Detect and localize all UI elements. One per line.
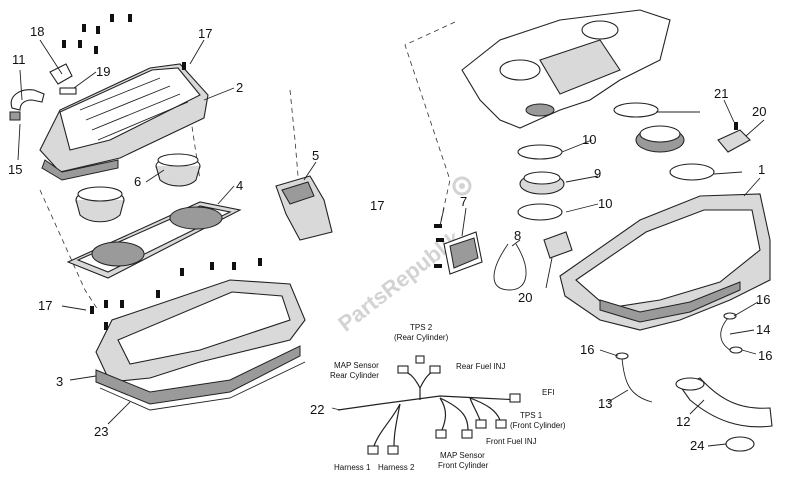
callout-17a: 17 [198,26,212,41]
label-map-front: MAP Sensor [440,451,485,460]
label-map-rear-sub: Rear Cylinder [330,371,379,380]
gasket [99,361,306,411]
duct-12 [675,377,773,428]
label-front-fuel-inj: Front Fuel INJ [486,437,537,446]
label-tps1: TPS 1 [520,411,543,420]
breather-hose [9,89,45,121]
callout-22: 22 [310,402,324,417]
label-tps2: TPS 2 [410,323,433,332]
callout-4: 4 [236,178,243,193]
airbox-base [95,279,306,405]
wiring-harness [337,355,521,455]
callout-5: 5 [312,148,319,163]
callout-18: 18 [30,24,44,39]
callout-9: 9 [594,166,601,181]
callout-12: 12 [676,414,690,429]
watermark-gear-icon [452,176,472,196]
leader-lines [17,39,765,447]
intake-sleeve-9 [519,125,685,195]
lower-airbox [559,193,771,331]
clip-19 [59,87,77,95]
callout-17b: 17 [38,298,52,313]
clamp-10-bottom [517,203,563,221]
clamp-10-left [517,144,563,160]
callout-16c: 16 [580,342,594,357]
callout-3: 3 [56,374,63,389]
clamp-10-top [613,102,659,118]
callout-7: 7 [460,194,467,209]
clamp-10-right [669,163,715,181]
callout-17c: 17 [370,198,384,213]
airbox-cover [39,63,209,181]
label-harness2: Harness 2 [378,463,415,472]
clamp-16 [615,312,743,360]
sensor-20-bottom [543,231,573,259]
callout-8: 8 [514,228,521,243]
sensor-20-top [717,129,751,153]
intake-sleeve-left [75,186,125,223]
sensor-18 [49,63,73,85]
air-filter [66,201,242,279]
bolts [62,14,738,330]
callout-2: 2 [236,80,243,95]
callout-23: 23 [94,424,108,439]
callout-24: 24 [690,438,704,453]
watermark: PartsRepublik [333,225,466,336]
callout-10b: 10 [598,196,612,211]
bracket-plate [443,231,483,275]
label-tps1-sub: (Front Cylinder) [510,421,566,430]
label-harness1: Harness 1 [334,463,371,472]
throttle-body-assembly [461,9,671,129]
callout-1: 1 [758,162,765,177]
callout-6: 6 [134,174,141,189]
callout-21: 21 [714,86,728,101]
wire-loop [493,243,527,291]
callout-20b: 20 [518,290,532,305]
callout-15: 15 [8,162,22,177]
label-map-rear: MAP Sensor [334,361,379,370]
callout-11: 11 [12,52,26,67]
callout-10a: 10 [582,132,596,147]
drain-hose-13 [621,357,653,403]
label-efi: EFI [542,388,554,397]
callout-14: 14 [756,322,770,337]
callout-20a: 20 [752,104,766,119]
clamp-24 [725,436,755,452]
hose-14 [720,317,731,351]
intake-duct [275,175,333,241]
callout-16a: 16 [756,292,770,307]
callout-16b: 16 [758,348,772,363]
callout-13: 13 [598,396,612,411]
callout-19: 19 [96,64,110,79]
label-rear-fuel-inj: Rear Fuel INJ [456,362,505,371]
intake-sleeve-right [155,153,201,187]
label-map-front-sub: Front Cylinder [438,461,489,470]
label-tps2-sub: (Rear Cylinder) [394,333,449,342]
